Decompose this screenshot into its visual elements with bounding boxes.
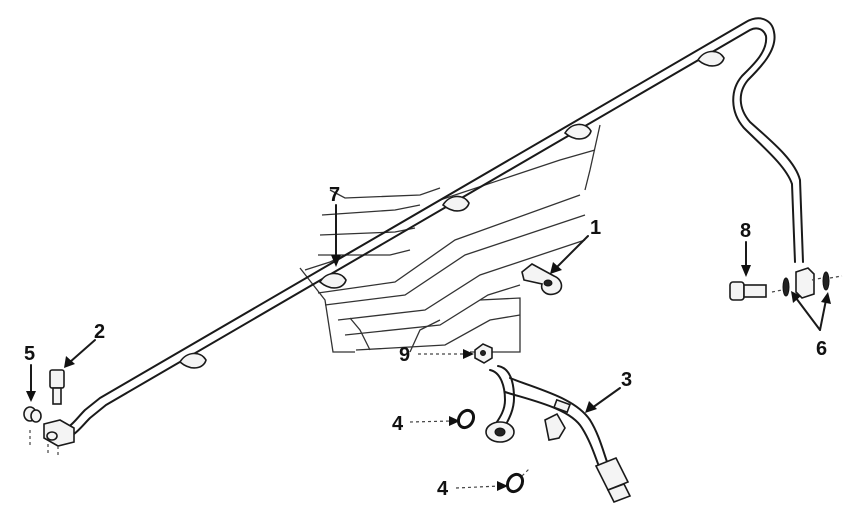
callout-2: 2 [94,321,105,343]
fuel-drain-line [57,17,804,439]
callout-9: 9 [399,344,410,366]
callout-6: 6 [816,338,827,360]
callout-3: 3 [621,369,632,391]
o-ring-upper [456,408,476,430]
left-fitting-assembly [23,406,75,455]
callout-8: 8 [740,220,751,242]
line-mounting-clips [178,50,725,369]
nut-part [474,343,493,364]
callout-4-upper: 4 [392,413,404,435]
leader-lines [26,204,831,491]
callout-5: 5 [24,343,35,365]
callout-1: 1 [590,217,601,239]
p-clamp-part [521,263,563,296]
engine-block-outline [299,124,601,353]
callout-7: 7 [329,184,340,206]
o-ring-lower [505,467,531,494]
right-fitting-assembly [771,267,843,299]
bolt-part [49,369,65,405]
supply-tube-part [485,365,632,504]
callout-4-lower: 4 [437,478,449,500]
banjo-bolt-part [729,281,767,301]
